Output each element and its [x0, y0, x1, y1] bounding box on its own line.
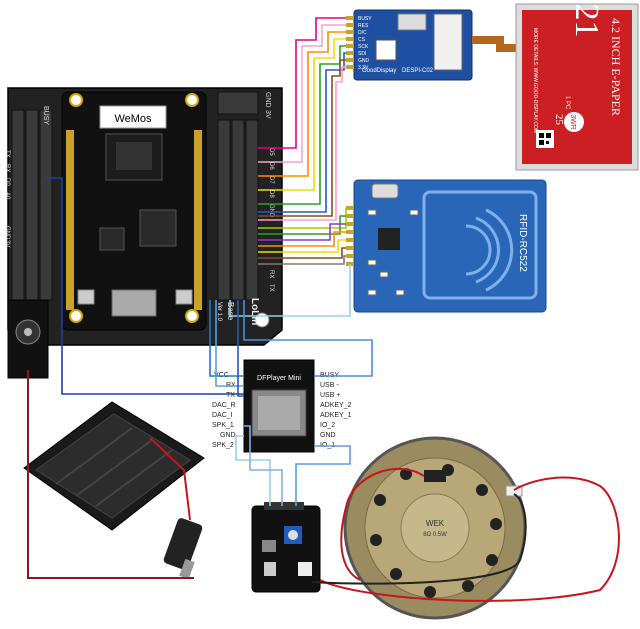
speaker-label: WEK: [426, 519, 445, 528]
base-pin-left-d0: D0: [4, 178, 10, 186]
wire-speaker-lead: [340, 467, 425, 581]
wire-df-busy: [243, 300, 373, 377]
base-top-label-3v: 3V: [264, 110, 271, 119]
df-pin-gnd: GND: [220, 432, 236, 439]
df-pin-gnd-right: GND: [320, 432, 336, 439]
base-pin-d7: D7: [268, 176, 274, 184]
wire-dc: [258, 31, 346, 177]
df-pin-usb-plus: USB +: [320, 392, 340, 399]
driver-pin-3v3: 3.3V: [358, 65, 369, 71]
rfid-rc522-module: RFID-RC522: [346, 179, 547, 313]
df-pin-io2: IO_2: [320, 422, 335, 429]
driver-model: DESPI-C02: [402, 68, 434, 74]
wemos-logo: WeMos: [114, 113, 152, 125]
wire-busy: [258, 17, 346, 149]
wire-speaker-red: [319, 476, 620, 602]
base-right-pin-labels: D5 D6 D7 D8 GND RX TX: [268, 148, 274, 292]
wire-df-vcc: [209, 300, 244, 377]
wire-epd-gnd: [258, 59, 346, 217]
epaper-title: 4.2 INCH E-PAPER: [609, 18, 623, 116]
df-pin-adkey1: ADKEY_1: [320, 412, 352, 419]
driver-pin-busy: BUSY: [358, 16, 372, 22]
battery-holder: [23, 401, 205, 531]
epaper-badge: 3WR: [569, 114, 576, 130]
wire-nodemcu-vin: [46, 177, 244, 395]
wire-rfid-sda: [258, 208, 347, 229]
rfid-label: RFID-RC522: [517, 214, 528, 272]
wires: [27, 17, 620, 602]
df-pin-usb-minus: USB -: [320, 382, 339, 389]
base-pin-left-rx: RX: [4, 164, 10, 172]
dc-jack: [7, 299, 49, 379]
base-version-text: Ver 1.0: [216, 302, 222, 322]
nodemcu-module: WeMos: [61, 91, 207, 331]
wire-rfid-sck: [258, 215, 346, 235]
df-pin-dac-r: DAC_R: [212, 402, 236, 409]
driver-brand: GoodDisplay: [362, 68, 396, 74]
wire-df-spk1: [244, 425, 283, 506]
epaper-display: $21 25 1 PC MORE DETAILS: WWW.GOOD-DISPL…: [515, 0, 639, 171]
base-pin-d5: D5: [268, 148, 274, 156]
wire-power: [27, 370, 194, 579]
epaper-price: $21: [568, 0, 605, 38]
base-pin-left-gnd: GND: [4, 226, 10, 240]
amplifier-module: [251, 502, 321, 593]
wire-rfid-miso: [258, 231, 346, 247]
wire-df-rx: [215, 300, 244, 387]
base-pin-tx: TX: [268, 284, 274, 292]
df-pin-spk1: SPK_1: [212, 422, 234, 429]
epaper-unit: 1 PC: [564, 96, 570, 110]
epaper-brand-line: MORE DETAILS: WWW.GOOD-DISPLAY.COM: [532, 28, 538, 133]
wire-speaker-black: [311, 493, 527, 585]
wire-epd-3v3: [258, 66, 346, 221]
base-pin-left-3v: 3V: [4, 240, 10, 247]
wire-rfid-3v3: [229, 264, 351, 317]
dfplayer-mini: DFPlayer Mini VCC RX TX DAC_R DAC_I SPK_…: [212, 359, 352, 453]
df-pin-spk2: SPK_2: [212, 442, 234, 449]
dfplayer-title: DFPlayer Mini: [257, 375, 301, 382]
base-top-label-gnd: GND: [264, 92, 271, 108]
driver-pin-sck: SCK: [358, 44, 369, 50]
df-pin-adkey2: ADKEY_2: [320, 402, 352, 409]
driver-pin-sdi: SDI: [358, 51, 366, 57]
speaker-spec: 8Ω 0.5W: [423, 532, 447, 538]
driver-pin-labels: BUSY RES D/C CS SCK SDI GND 3.3V: [358, 16, 372, 71]
wire-sdi: [258, 52, 346, 213]
base-pin-rx: RX: [268, 270, 274, 278]
wire-cs: [258, 38, 346, 191]
df-pin-dac-i: DAC_I: [212, 412, 233, 419]
wire-df-gnd: [235, 435, 271, 506]
driver-pin-dc: D/C: [358, 30, 367, 36]
fpc-ribbon-cable: [472, 36, 520, 52]
wire-rfid-gnd: [258, 247, 346, 259]
epaper-cents: 25: [553, 114, 565, 126]
wire-res: [258, 24, 346, 163]
base-pin-d8: D8: [268, 190, 274, 198]
base-right-headers: [217, 91, 259, 301]
base-pin-d6: D6: [268, 162, 274, 170]
wire-df-io: [295, 445, 351, 506]
speaker: WEK 8Ω 0.5W: [343, 436, 527, 620]
epaper-driver-board: GoodDisplay DESPI-C02 BUSY RES D/C CS SC…: [346, 9, 473, 81]
dfplayer-right-pin-labels: BUSY USB - USB + ADKEY_2 ADKEY_1 IO_2 GN…: [320, 372, 352, 449]
driver-pin-cs: CS: [358, 37, 366, 43]
base-left-pin-labels: TX RX D0 A0 GND 3V: [4, 150, 10, 247]
wire-df-tx: [237, 300, 244, 397]
df-pin-tx: TX: [226, 392, 235, 399]
wire-rfid-irq: [258, 239, 346, 253]
base-pin-gnd: GND: [268, 204, 274, 218]
wire-rfid-mosi: [258, 223, 346, 241]
base-brand-text: LoLin: [249, 298, 260, 325]
driver-pin-res: RES: [358, 23, 369, 29]
wire-battery-red: [149, 437, 191, 521]
wire-sck: [258, 45, 346, 205]
base-label-busy: BUSY: [42, 106, 49, 125]
dc-plug: [163, 518, 203, 580]
base-left-headers: [11, 109, 53, 301]
base-pin-left-a0: A0: [4, 192, 10, 200]
wire-rfid-rst: [258, 255, 346, 265]
base-pin-left-tx: TX: [4, 150, 10, 158]
driver-pin-gnd: GND: [358, 58, 370, 64]
